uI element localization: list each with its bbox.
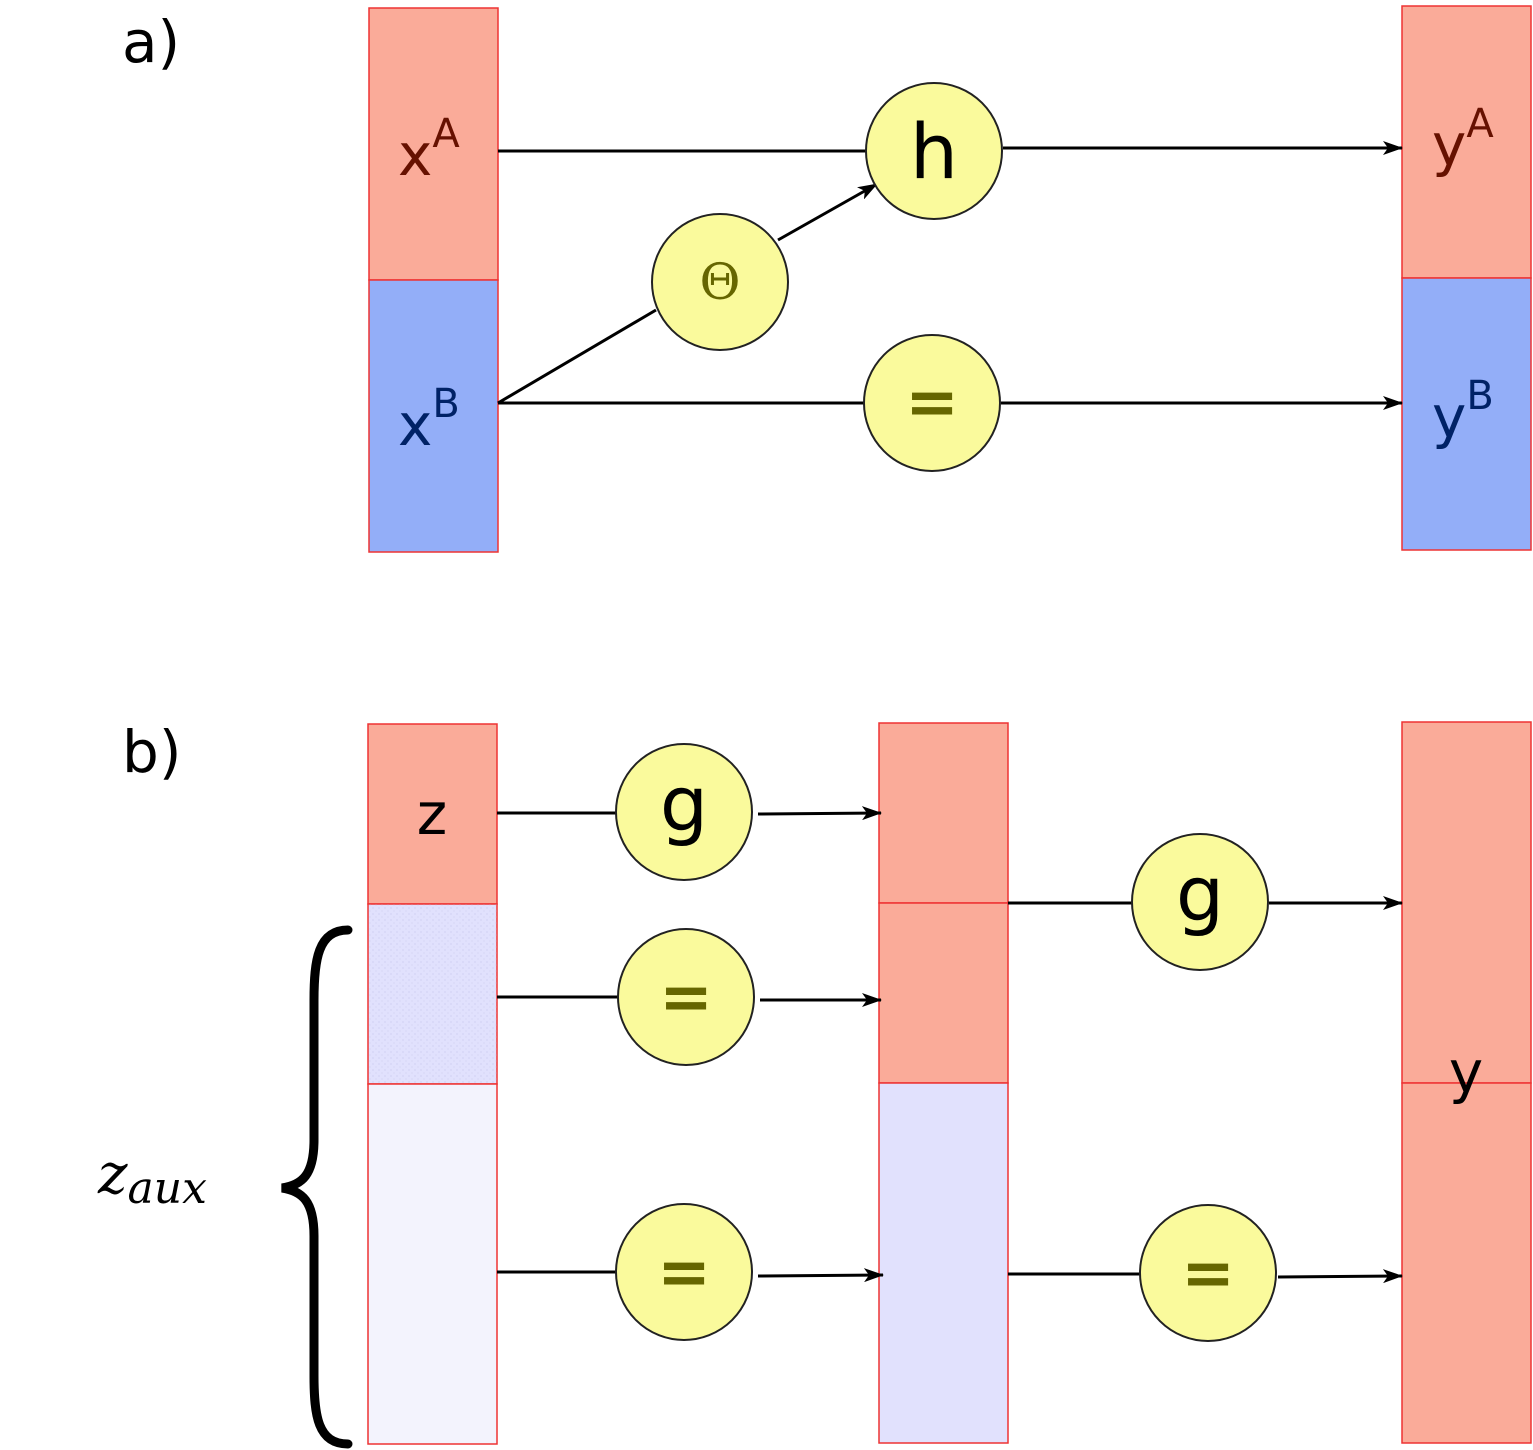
node-g2-label: g	[1176, 849, 1224, 938]
z-label: z	[417, 780, 447, 848]
node-identity-b3-label: =	[1181, 1237, 1235, 1311]
node-g1: g	[615, 743, 753, 881]
y-label: y	[1449, 1038, 1483, 1106]
output-block-bottom	[1401, 1082, 1532, 1444]
middle-block-2	[878, 902, 1009, 1084]
edges-a	[497, 141, 1403, 410]
panel-b-label: b)	[122, 718, 181, 786]
node-h-label: h	[910, 107, 958, 196]
node-identity-a: =	[863, 334, 1001, 472]
edge-id2-to-mid3	[757, 1268, 884, 1283]
zaux-label: zaux	[97, 1142, 207, 1214]
node-identity-b1: =	[617, 928, 755, 1066]
brace-icon	[281, 925, 353, 1449]
input-block-z	[367, 723, 498, 905]
node-g1-label: g	[660, 759, 708, 848]
output-block-top	[1401, 721, 1532, 1084]
panel-a-label: a)	[122, 8, 180, 76]
edge-g1-to-mid1	[757, 806, 882, 821]
output-block-ya	[1401, 5, 1532, 279]
output-column-b: y	[1401, 721, 1532, 1444]
input-column-a: xA xB	[368, 7, 499, 553]
node-theta: Θ	[651, 213, 789, 351]
node-h: h	[865, 82, 1003, 220]
output-block-yb	[1401, 277, 1532, 551]
input-block-aux-bottom	[367, 1083, 498, 1445]
xa-label: xA	[398, 111, 460, 189]
node-identity-b2: =	[615, 1203, 753, 1341]
edges-b	[497, 806, 1403, 1284]
input-block-xb	[368, 279, 499, 553]
node-theta-label: Θ	[700, 253, 741, 311]
edge-theta-to-h	[777, 182, 878, 242]
input-column-b: z	[367, 723, 498, 1445]
output-column-a: yA yB	[1401, 5, 1532, 551]
ya-label: yA	[1432, 101, 1494, 179]
node-identity-b1-label: =	[659, 961, 713, 1035]
edge-id3-to-y	[1277, 1269, 1403, 1284]
node-identity-b2-label: =	[657, 1236, 711, 1310]
node-identity-b3: =	[1139, 1204, 1277, 1342]
middle-block-3	[878, 1082, 1009, 1444]
input-block-xa	[368, 7, 499, 281]
edge-xb-to-theta	[497, 308, 657, 405]
middle-column-b	[878, 722, 1009, 1444]
middle-block-1	[878, 722, 1009, 904]
node-g2: g	[1131, 833, 1269, 971]
yb-label: yB	[1432, 373, 1494, 451]
xb-label: xB	[398, 381, 460, 459]
node-identity-a-label: =	[905, 366, 959, 440]
